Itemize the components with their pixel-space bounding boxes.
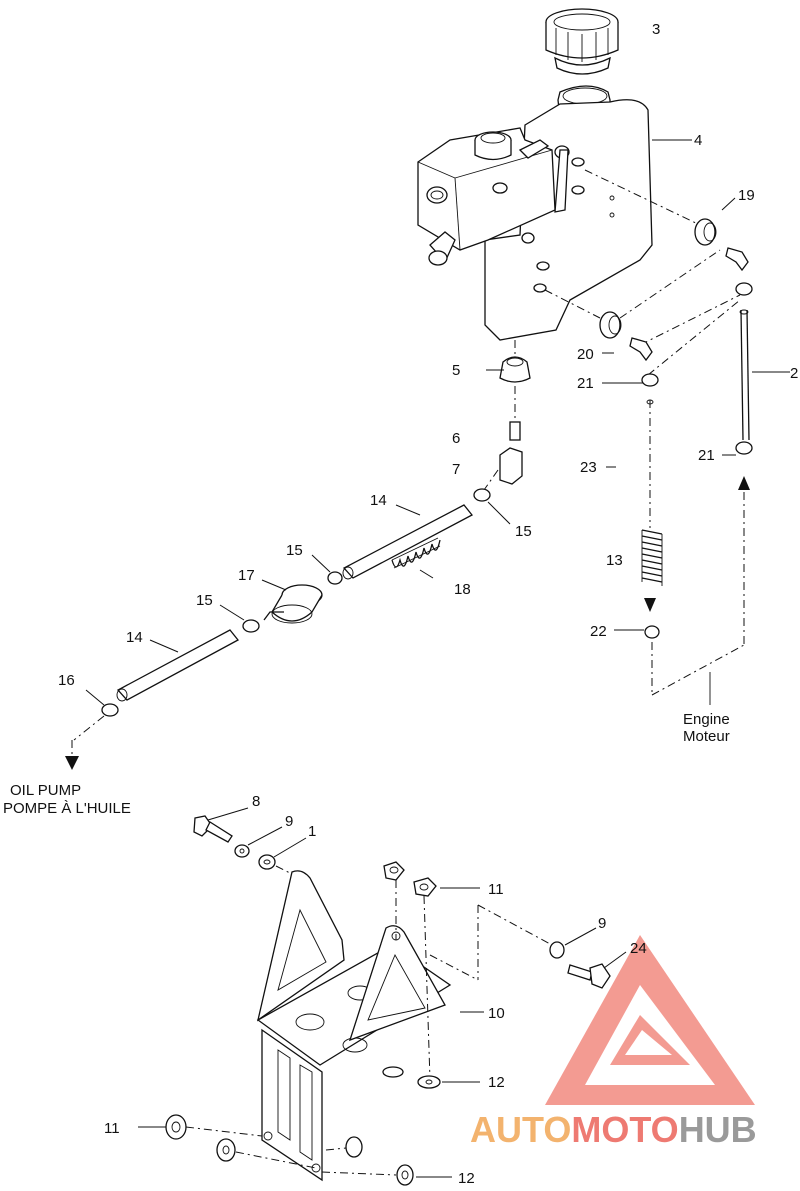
washer-lower-right bbox=[345, 1136, 363, 1158]
callout-12-lower: 12 bbox=[458, 1170, 475, 1187]
watermark-auto: AUTO bbox=[470, 1109, 571, 1150]
oil-pump-label-fr: POMPE À L'HUILE bbox=[3, 800, 131, 817]
callout-4: 4 bbox=[694, 132, 702, 149]
callout-15-middle: 15 bbox=[286, 542, 303, 559]
callout-13: 13 bbox=[606, 552, 623, 569]
engine-label-fr: Moteur bbox=[683, 728, 730, 745]
callout-16: 16 bbox=[58, 672, 75, 689]
callout-18: 18 bbox=[454, 581, 471, 598]
spring-13 bbox=[641, 529, 663, 586]
fitting-7 bbox=[483, 447, 523, 491]
callout-21-left: 21 bbox=[577, 375, 594, 392]
bolt-8 bbox=[193, 815, 233, 843]
callout-11-top: 11 bbox=[488, 881, 504, 898]
down-arrow-oil-pump bbox=[65, 715, 105, 770]
callout-22: 22 bbox=[590, 623, 607, 640]
callout-6: 6 bbox=[452, 430, 460, 447]
hose-23 bbox=[646, 399, 654, 528]
engine-connection-lines bbox=[651, 642, 745, 705]
clamp-15-lower bbox=[242, 619, 260, 633]
callout-17: 17 bbox=[238, 567, 255, 584]
leader-lines bbox=[85, 139, 790, 1178]
oil-tank bbox=[417, 85, 653, 341]
watermark-moto: MOTO bbox=[571, 1109, 678, 1150]
clamp-16 bbox=[101, 703, 119, 717]
washer-12-bottom-plate bbox=[382, 1066, 441, 1089]
clamp-21-right bbox=[735, 441, 753, 455]
callout-23: 23 bbox=[580, 459, 597, 476]
nut-11-right bbox=[413, 877, 437, 897]
callout-20: 20 bbox=[577, 346, 594, 363]
callout-21-right: 21 bbox=[698, 447, 715, 464]
grommet-5 bbox=[499, 356, 531, 383]
clamp-15-middle bbox=[327, 571, 343, 585]
clamp-22 bbox=[644, 625, 660, 639]
engine-label-en: Engine bbox=[683, 711, 730, 728]
callout-1: 1 bbox=[308, 823, 316, 840]
callout-11-lower: 11 bbox=[104, 1120, 120, 1137]
filter-17 bbox=[263, 584, 323, 624]
callout-14-upper: 14 bbox=[370, 492, 387, 509]
callout-24: 24 bbox=[630, 940, 647, 957]
nut-11-top bbox=[383, 861, 405, 881]
engine-note: Engine Moteur bbox=[683, 711, 730, 745]
svg-text:AUTOMOTOHUB: AUTOMOTOHUB bbox=[470, 1109, 757, 1150]
oil-pump-label-en: OIL PUMP bbox=[10, 782, 81, 799]
nut-11-lower-left bbox=[165, 1114, 187, 1140]
clamp-top bbox=[735, 282, 753, 296]
callout-12-upper: 12 bbox=[488, 1074, 505, 1091]
callout-7: 7 bbox=[452, 461, 460, 478]
callout-3: 3 bbox=[652, 21, 660, 38]
watermark-hub: HUB bbox=[679, 1109, 757, 1150]
hose-14-upper bbox=[342, 504, 473, 580]
hose-2 bbox=[739, 309, 750, 441]
callout-9-right: 9 bbox=[598, 915, 606, 932]
callout-19: 19 bbox=[738, 187, 755, 204]
washer-1 bbox=[258, 854, 276, 870]
oil-cap bbox=[545, 8, 619, 75]
tank-connection-lines bbox=[514, 169, 741, 376]
elbow-fitting-top bbox=[725, 247, 749, 272]
washer-9-right bbox=[549, 941, 565, 959]
callout-9-left: 9 bbox=[285, 813, 293, 830]
washer-12-lower bbox=[396, 1164, 414, 1186]
callout-5: 5 bbox=[452, 362, 460, 379]
oil-pump-note: OIL PUMP POMPE À L'HUILE bbox=[3, 782, 131, 817]
elbow-fitting-20 bbox=[629, 337, 653, 362]
mounting-bracket bbox=[256, 870, 452, 1182]
clamp-21-left bbox=[641, 373, 659, 387]
watermark-text: AUTOMOTOHUB bbox=[470, 1109, 757, 1150]
callout-14-lower: 14 bbox=[126, 629, 143, 646]
bolt-24 bbox=[567, 963, 611, 989]
up-arrow bbox=[738, 476, 750, 645]
nut-lower-middle bbox=[216, 1138, 236, 1162]
callout-8: 8 bbox=[252, 793, 260, 810]
hose-14-lower bbox=[116, 629, 239, 702]
grommet-20 bbox=[599, 311, 622, 339]
spring-18 bbox=[391, 537, 441, 569]
callout-15-right: 15 bbox=[515, 523, 532, 540]
down-arrow-engine bbox=[644, 598, 656, 612]
clamp-15-upper bbox=[473, 488, 491, 502]
callout-2: 2 bbox=[790, 365, 798, 382]
callout-10: 10 bbox=[488, 1005, 505, 1022]
callout-15-lower: 15 bbox=[196, 592, 213, 609]
callout-labels: 3 4 19 2 20 21 21 23 5 6 7 14 15 15 18 1… bbox=[58, 21, 798, 1187]
watermark-logo bbox=[545, 935, 755, 1105]
grommet-19 bbox=[694, 218, 717, 246]
washer-9-left bbox=[234, 844, 250, 858]
plug-6 bbox=[509, 421, 521, 441]
